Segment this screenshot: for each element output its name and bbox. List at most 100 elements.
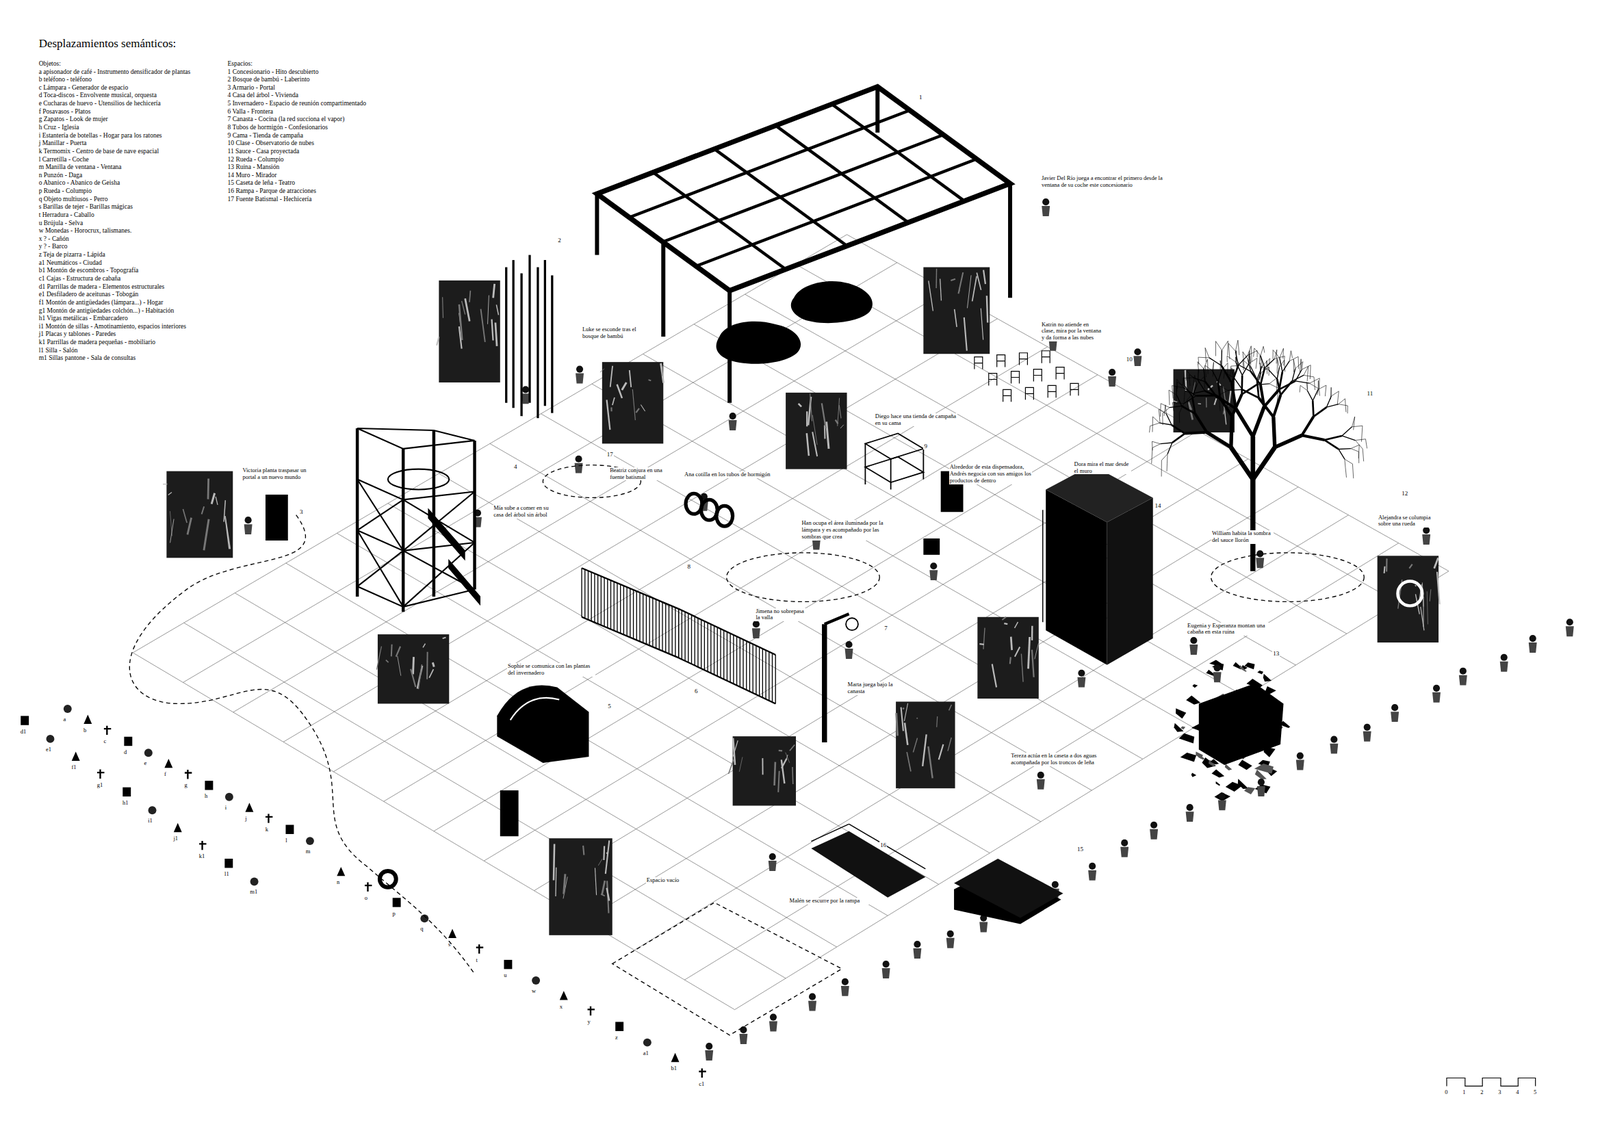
fence-bar: [639, 592, 640, 642]
willow-strand: [1268, 366, 1270, 376]
grid-line: [483, 431, 1198, 862]
photo-texture: [1198, 403, 1202, 405]
willow-strand: [1337, 391, 1339, 406]
school-chair: [1033, 369, 1042, 382]
legend-entry: e Cucharas de huevo - Utensilios de hech…: [39, 99, 161, 108]
fence-bar: [655, 599, 657, 649]
swing-wheel: [1397, 581, 1423, 607]
annotation-note: Tereza actúa en la caseta a dos aguas ac…: [1010, 752, 1099, 767]
person-head: [1120, 839, 1128, 847]
object-icon: [204, 780, 213, 790]
photo-texture: [211, 493, 215, 505]
fence-bar: [739, 637, 741, 688]
photo-texture: [958, 272, 963, 294]
person-body: [882, 968, 891, 979]
grid-line: [234, 593, 837, 948]
photo-texture: [935, 268, 937, 289]
fence-bar: [723, 630, 725, 680]
photo-texture: [397, 656, 402, 677]
tree-branch: [1227, 389, 1243, 391]
photo-texture: [436, 336, 439, 346]
object-icon: [104, 726, 111, 735]
tyre: [379, 871, 397, 888]
callout-number: 6: [693, 687, 699, 695]
fence-bar: [752, 643, 754, 694]
fence-bar: [726, 631, 728, 681]
tree-branch: [1228, 343, 1236, 352]
person-head: [1363, 724, 1371, 731]
tree-branch: [1152, 444, 1161, 449]
object-letter: s: [448, 941, 451, 949]
tree-branch: [1295, 362, 1303, 369]
legend-entry: 16 Rampa - Parque de atracciones: [227, 187, 317, 196]
object-letter: k: [265, 826, 269, 834]
photo-texture: [1434, 557, 1439, 569]
photo-texture: [1001, 617, 1006, 621]
photo-texture: [806, 433, 809, 456]
annotation-note: William habita la sombra del sauce lloró…: [1211, 530, 1274, 545]
ruin-debris: [1211, 769, 1225, 778]
photo-panel: [977, 617, 1039, 699]
tree-branch: [1215, 341, 1222, 351]
willow-strand: [1205, 347, 1206, 363]
tree-branch: [1186, 370, 1193, 378]
tree-branch: [1279, 348, 1284, 358]
ruin-debris: [1173, 723, 1184, 733]
photo-texture: [912, 738, 918, 753]
photo-texture: [203, 519, 209, 551]
fence-bar: [742, 639, 744, 690]
tree-branch: [1198, 357, 1210, 359]
object-letter: g1: [97, 782, 104, 790]
person-body: [1500, 661, 1509, 673]
willow-strand: [1353, 416, 1356, 430]
fence-bar: [623, 585, 625, 636]
photo-texture: [1014, 647, 1020, 657]
legend-entry: u Brújula - Selva: [39, 219, 84, 228]
willow-strand: [1237, 340, 1240, 356]
willow-strand: [1161, 460, 1163, 477]
fence-bar: [587, 570, 589, 621]
photo-panel: [602, 362, 664, 444]
person-head: [1150, 821, 1158, 829]
fence-bar: [717, 627, 718, 677]
photo-texture: [610, 366, 613, 388]
tree-branch: [1248, 350, 1250, 360]
tree-branch: [1235, 408, 1254, 437]
object-letter: y: [587, 1018, 590, 1026]
grid-line: [388, 503, 990, 854]
tree-branch: [1268, 370, 1277, 380]
photo-texture: [835, 420, 839, 425]
tree-branch: [1169, 405, 1182, 408]
object-letter: j: [244, 815, 247, 823]
photo-texture: [959, 287, 961, 292]
tree-branch: [1221, 340, 1228, 351]
tree-branch: [1172, 433, 1185, 443]
legend-entry: z Teja de pizarra - Lápida: [39, 251, 106, 259]
legend-entry: p Rueda - Columpio: [39, 187, 92, 196]
tree-branch: [1258, 397, 1273, 417]
person-body: [929, 570, 938, 581]
photo-texture: [798, 403, 802, 408]
photo-texture: [732, 738, 735, 766]
object-icon: [559, 990, 569, 1000]
tree-branch: [1253, 406, 1264, 437]
fence-bar: [713, 625, 715, 675]
callout-number: 17: [606, 450, 614, 458]
tree-branch: [1203, 368, 1206, 382]
fence-bar: [581, 568, 582, 618]
photo-texture: [986, 295, 988, 323]
photo-texture: [492, 319, 494, 341]
photo-texture: [607, 880, 609, 913]
callout-number: 12: [1400, 489, 1409, 497]
willow-strand: [1235, 357, 1237, 368]
tree-branch: [1350, 444, 1360, 449]
school-chair: [1018, 353, 1028, 366]
callout-number: 13: [1272, 650, 1280, 657]
legend-entry: c1 Cajas - Estructura de cabaña: [39, 275, 121, 283]
person-body: [1255, 557, 1264, 569]
tree-branch: [1260, 366, 1269, 371]
person-body: [1459, 675, 1468, 686]
legend-entry: b teléfono - teléfono: [39, 75, 92, 84]
legend-entry: 13 Ruina - Mansión: [227, 163, 280, 172]
legend-entry: n Punzón - Daga: [39, 171, 83, 180]
